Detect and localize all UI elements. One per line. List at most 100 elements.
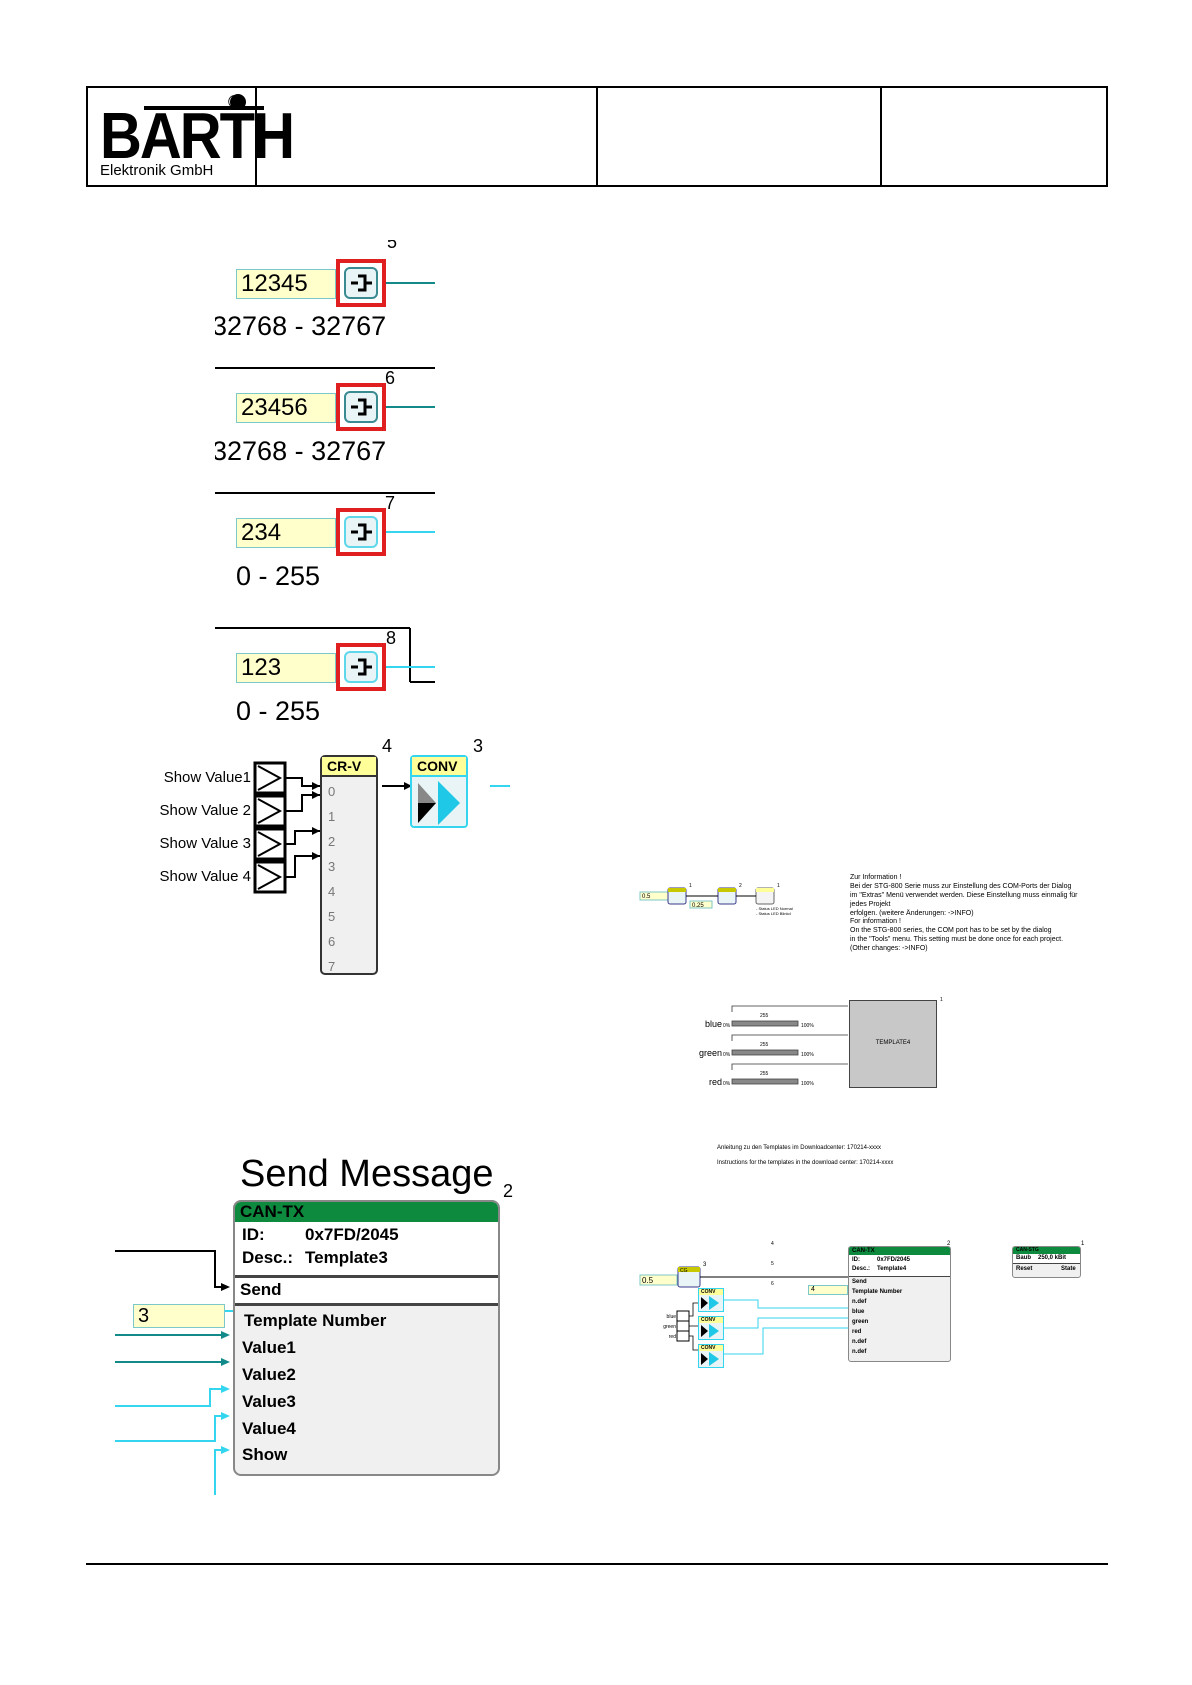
- screenshot2-wires: [639, 1266, 848, 1355]
- constant-block-highlight[interactable]: [336, 259, 386, 307]
- screenshot2-color-label: blue: [666, 1314, 676, 1320]
- logo-registered-mark: ®: [228, 92, 242, 112]
- info-line: im "Extras" Menü verwendet werden. Diese…: [850, 892, 1078, 908]
- constant-value-field[interactable]: 23456: [236, 393, 336, 423]
- crv-port-label: 6: [328, 934, 336, 949]
- can-tx-send-label: Send: [240, 1280, 282, 1299]
- can-setup-title: CAN-STG: [1013, 1247, 1080, 1254]
- screenshot2-conv-title: CONV: [699, 1317, 723, 1323]
- page-header: BARTH ® Elektronik GmbH: [86, 86, 1108, 187]
- slider-top-value: 255: [760, 1042, 769, 1048]
- screenshot1-top-chain: [639, 887, 775, 909]
- conv-arrow-icon: [701, 1352, 719, 1366]
- can-id-label: ID:: [852, 1257, 860, 1263]
- screenshot2-conv-block[interactable]: CONV: [698, 1288, 724, 1312]
- template4-block[interactable]: TEMPLATE4: [849, 1000, 937, 1088]
- can-tx-input-label: Value4: [242, 1419, 296, 1438]
- header-cell-page: [882, 88, 1106, 185]
- led-status-line: - Status LED Normal: [756, 906, 793, 911]
- screenshot2-template-input[interactable]: 4: [808, 1285, 848, 1295]
- can-tx-send-row[interactable]: Send: [235, 1278, 498, 1306]
- constant-value-field[interactable]: 234: [236, 518, 336, 548]
- node-number: 6: [385, 368, 396, 388]
- screenshot2-can-tx-title: CAN-TX: [849, 1247, 950, 1255]
- conv-block[interactable]: CONV: [410, 755, 468, 828]
- selector-input-label: Show Value 2: [159, 802, 251, 819]
- constant-icon: [351, 274, 372, 292]
- constant-blocks-crop: 12345 5 32768 - 32767 23456 6 32768 - 32…: [215, 240, 435, 720]
- can-setup-state-row: Reset State: [1013, 1264, 1080, 1274]
- info-line: For information !: [850, 918, 901, 925]
- can-tx-wires: [115, 1250, 235, 1495]
- screenshot2-can-setup-block[interactable]: CAN-STG Baub 250,0 kBit Reset State: [1012, 1246, 1081, 1278]
- can-tx-id-value: 0x7FD/2045: [305, 1225, 399, 1244]
- can-tx-block[interactable]: CAN-TX ID: 0x7FD/2045 Desc.: Template3 S…: [233, 1200, 500, 1476]
- crv-port-label: 4: [328, 884, 336, 899]
- screenshot2-clock-value: 0.5: [642, 1276, 654, 1285]
- node-number: 3: [473, 736, 484, 756]
- constant-separators: [215, 282, 435, 683]
- can-row: Send: [852, 1279, 867, 1285]
- screenshot-template4-overview: 0.5 0.25 1 2 1 - Status LED Normal - Sta…: [638, 868, 1086, 1168]
- screenshot2-conv-block[interactable]: CONV: [698, 1316, 724, 1340]
- slider-label: blue: [704, 1019, 722, 1029]
- node-number: 7: [385, 493, 396, 513]
- conv-arrow-icon: [701, 1324, 719, 1338]
- conv-block-title: CONV: [412, 757, 466, 777]
- constant-block-highlight[interactable]: [336, 508, 386, 556]
- can-row: Template Number: [852, 1289, 903, 1295]
- slider-max: 100%: [801, 1052, 814, 1058]
- node-number: 5: [387, 240, 398, 252]
- node-number: 1: [777, 883, 780, 889]
- info-text-de: Zur Information ! Bei der STG-800 Serie …: [850, 873, 1086, 918]
- can-row: n.def: [852, 1299, 867, 1305]
- header-cell-title: [257, 88, 598, 185]
- slider-min: 0%: [723, 1052, 731, 1058]
- constant-block-highlight[interactable]: [336, 383, 386, 431]
- logo-cell: BARTH ® Elektronik GmbH: [88, 88, 295, 185]
- screenshot2-can-tx-block[interactable]: CAN-TX ID: 0x7FD/2045 Desc.: Template4 S…: [848, 1246, 951, 1362]
- template-number-input[interactable]: 3: [133, 1304, 225, 1328]
- crv-port-label: 1: [328, 809, 336, 824]
- constant-icon-box: [344, 516, 378, 548]
- info-line: On the STG-800 series, the COM port has …: [850, 927, 1052, 934]
- can-desc-label: Desc.:: [852, 1266, 871, 1272]
- can-tx-input-label: Template Number: [244, 1311, 387, 1330]
- constant-icon: [351, 523, 372, 541]
- can-row: n.def: [852, 1339, 867, 1345]
- info-text-en: For information ! On the STG-800 series,…: [850, 917, 1086, 953]
- slider-min: 0%: [723, 1081, 731, 1087]
- conv-arrow-icon: [701, 1296, 719, 1310]
- node-number: 8: [386, 628, 397, 648]
- screenshot2-clock-title: CG: [680, 1268, 688, 1274]
- can-tx-input-label: Value2: [242, 1365, 296, 1384]
- screenshot2-conv-block[interactable]: CONV: [698, 1344, 724, 1368]
- conv-arrow-icon: [418, 781, 460, 825]
- constant-range: 32768 - 32767: [215, 436, 387, 466]
- constant-block-highlight[interactable]: [336, 643, 386, 691]
- node-number: 5: [771, 1261, 774, 1267]
- can-row: blue: [852, 1309, 865, 1315]
- selector-input-label: Show Value 3: [159, 835, 251, 852]
- constant-value-field[interactable]: 123: [236, 653, 336, 683]
- slider-max: 100%: [801, 1023, 814, 1029]
- can-setup-reset: Reset: [1016, 1266, 1033, 1272]
- node-number: 2: [947, 1241, 951, 1247]
- crv-port-label: 0: [328, 784, 336, 799]
- instructions-note-en: Instructions for the templates in the do…: [717, 1160, 894, 1166]
- can-row: red: [852, 1329, 862, 1335]
- constant-icon-box: [344, 651, 378, 683]
- constant-range: 0 - 255: [236, 561, 321, 591]
- can-tx-input-label: Value3: [242, 1392, 296, 1411]
- led-status-lines: - Status LED Normal - Status LED Blinkd: [756, 906, 793, 916]
- constant-value-field[interactable]: 12345: [236, 269, 336, 299]
- node-number: 1: [940, 997, 943, 1003]
- logo-antenna-icon: [144, 94, 264, 110]
- slider-top-value: 255: [760, 1071, 769, 1077]
- node-number: 4: [382, 736, 393, 756]
- constant-icon: [351, 658, 372, 676]
- crv-block[interactable]: CR-V 0 1 2 3 4 5 6 7: [320, 755, 378, 975]
- crv-port-label: 7: [328, 959, 336, 974]
- can-row: green: [852, 1319, 869, 1325]
- node-number: 6: [771, 1281, 774, 1287]
